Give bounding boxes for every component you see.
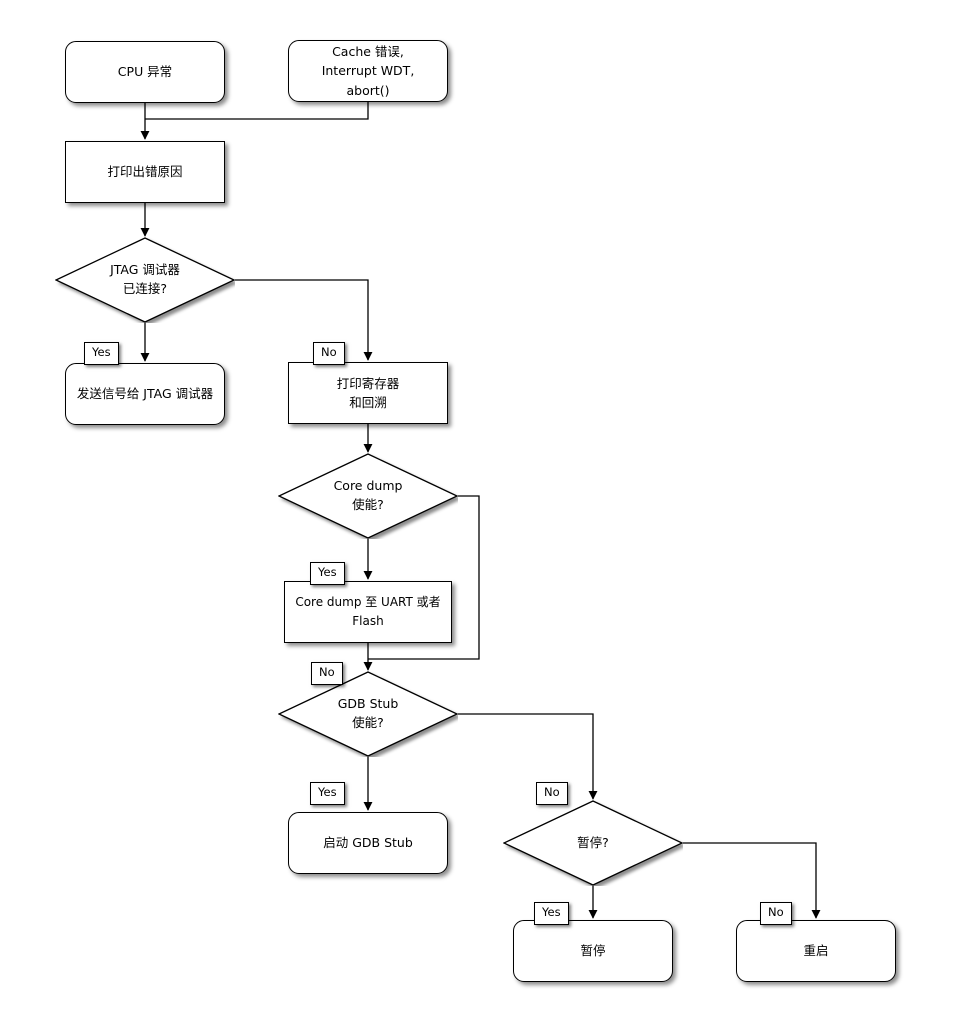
- node-print-error-cause[interactable]: 打印出错原因: [65, 141, 225, 203]
- node-label: Core dump 使能?: [333, 478, 403, 512]
- edge-label-gdbstub-yes: Yes: [310, 782, 345, 805]
- node-print-registers-backtrace[interactable]: 打印寄存器 和回溯: [288, 362, 448, 424]
- diamond-shape: [55, 237, 235, 323]
- node-halt-decision[interactable]: 暂停?: [503, 800, 683, 886]
- edge-label-halt-no: No: [760, 902, 792, 925]
- node-signal-jtag-debugger[interactable]: 发送信号给 JTAG 调试器: [65, 363, 225, 425]
- edge-label-gdbstub-no: No: [536, 782, 568, 805]
- node-cache-error[interactable]: Cache 错误, Interrupt WDT, abort(): [288, 40, 448, 102]
- diamond-shape: [278, 671, 458, 757]
- edge-label-jtag-yes: Yes: [84, 342, 119, 365]
- edge-label-coredump-no: No: [311, 662, 343, 685]
- node-label: GDB Stub 使能?: [337, 696, 399, 730]
- edge-jtag-no: [235, 279, 373, 361]
- node-reboot[interactable]: 重启: [736, 920, 896, 982]
- node-coredump-to-uart-flash[interactable]: Core dump 至 UART 或者 Flash: [284, 581, 452, 643]
- node-gdbstub-enabled-decision[interactable]: GDB Stub 使能?: [278, 671, 458, 757]
- diamond-shape: [503, 800, 683, 886]
- diamond-shape: [278, 453, 458, 539]
- edge-label-halt-yes: Yes: [534, 902, 569, 925]
- edge-label-coredump-yes: Yes: [310, 562, 345, 585]
- node-label: JTAG 调试器 已连接?: [110, 262, 180, 296]
- edge-halt-no: [683, 842, 821, 919]
- edge-cache-to-print: [145, 102, 369, 120]
- edge-label-jtag-no: No: [313, 342, 345, 365]
- node-coredump-enabled-decision[interactable]: Core dump 使能?: [278, 453, 458, 539]
- node-halt[interactable]: 暂停: [513, 920, 673, 982]
- node-label: 暂停?: [577, 834, 609, 850]
- node-start-gdbstub[interactable]: 启动 GDB Stub: [288, 812, 448, 874]
- node-cpu-exception[interactable]: CPU 异常: [65, 41, 225, 103]
- edge-gdbstub-no: [458, 713, 598, 800]
- node-jtag-connected-decision[interactable]: JTAG 调试器 已连接?: [55, 237, 235, 323]
